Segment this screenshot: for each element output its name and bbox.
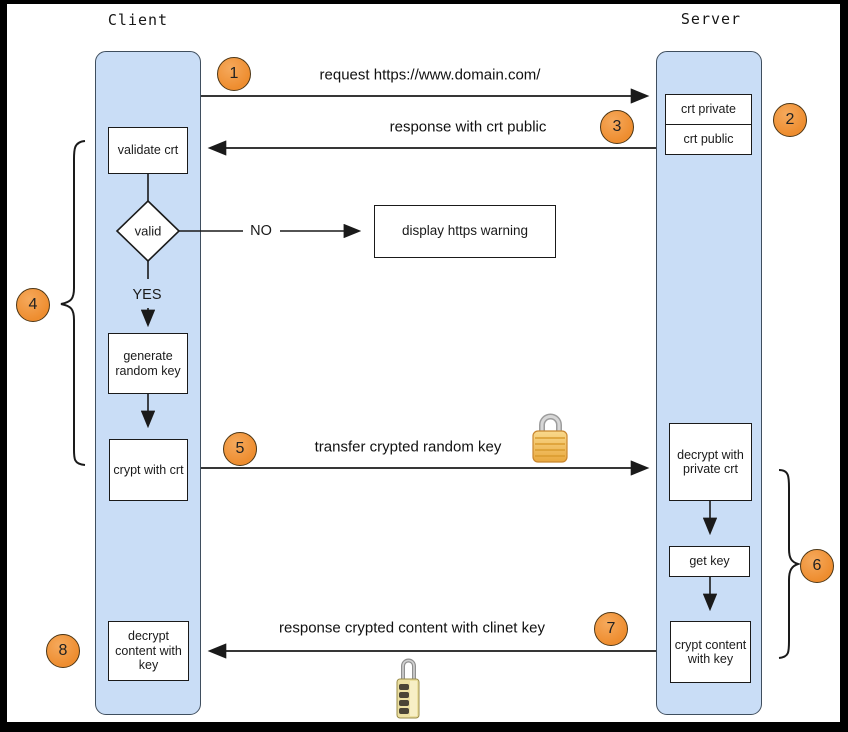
step-circle-1: 1: [217, 57, 251, 91]
client-scope-brace: [60, 140, 86, 466]
crt-private-box: crt private: [665, 94, 752, 125]
padlock-icon: [532, 413, 568, 463]
response-crt-public-message-label: response with crt public: [389, 118, 547, 136]
decrypt-content-with-key-box: decrypt content with key: [108, 621, 189, 681]
server-scope-brace: [778, 469, 802, 659]
decrypt-with-private-crt-box: decrypt with private crt: [669, 423, 752, 501]
request-message-label: request https://www.domain.com/: [319, 66, 541, 84]
server-label: Server: [680, 10, 742, 28]
yes-branch-label: YES: [132, 287, 162, 303]
get-key-box: get key: [669, 546, 750, 577]
no-branch-label: NO: [250, 223, 272, 239]
response-content-message-label: response crypted content with clinet key: [279, 619, 545, 637]
crypt-with-crt-box: crypt with crt: [109, 439, 188, 501]
frame-border-top: [0, 0, 848, 4]
frame-border-left: [0, 0, 7, 732]
frame-border-bottom: [0, 722, 848, 732]
step-circle-8: 8: [46, 634, 80, 668]
step-circle-5: 5: [223, 432, 257, 466]
crypt-content-with-key-box: crypt content with key: [670, 621, 751, 683]
step-circle-2: 2: [773, 103, 807, 137]
validate-crt-box: validate crt: [108, 127, 188, 174]
frame-border-right: [840, 0, 848, 732]
client-label: Client: [107, 11, 169, 29]
message-arrows: [201, 88, 656, 659]
step-circle-4: 4: [16, 288, 50, 322]
step-circle-7: 7: [594, 612, 628, 646]
combination-lock-icon: [396, 658, 420, 719]
transfer-key-message-label: transfer crypted random key: [314, 438, 502, 456]
display-https-warning-box: display https warning: [374, 205, 556, 258]
crt-public-box: crt public: [665, 124, 752, 155]
valid-label: valid: [134, 223, 162, 239]
generate-random-key-box: generate random key: [108, 333, 188, 394]
step-circle-6: 6: [800, 549, 834, 583]
step-circle-3: 3: [600, 110, 634, 144]
